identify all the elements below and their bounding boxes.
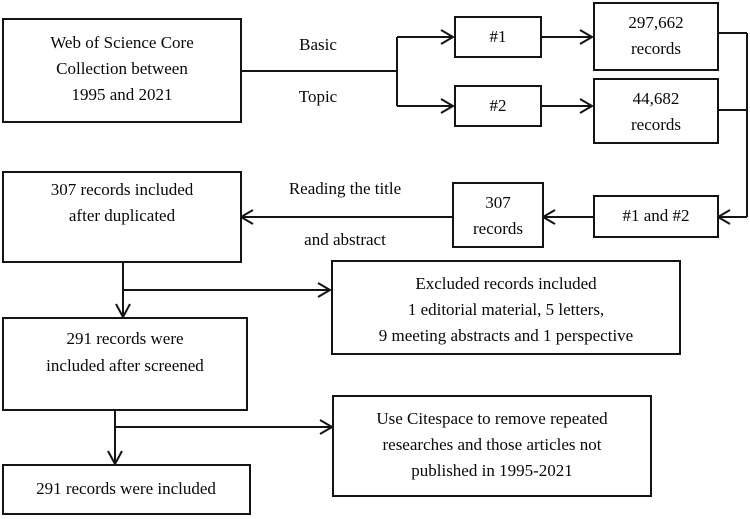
- node-query-combined[interactable]: #1 and #2: [593, 195, 719, 238]
- citespace-step-line-1: Use Citespace to remove repeated: [376, 409, 608, 428]
- after-duplicated-line-1: 307 records included: [51, 180, 194, 199]
- query-one-box[interactable]: [454, 16, 542, 58]
- query-one-label: #1: [490, 27, 507, 46]
- after-screened-line-2: included after screened: [46, 356, 204, 375]
- final-included-box[interactable]: [2, 464, 251, 515]
- node-after-duplicated[interactable]: 307 records included after duplicated: [2, 171, 242, 263]
- excluded-records-line-3: 9 meeting abstracts and 1 perspective: [379, 326, 633, 345]
- arrow-head-to-query-two: [440, 98, 455, 114]
- arrow-head-to-records-basic: [579, 29, 594, 45]
- edge-label-and-abstract: and abstract: [304, 230, 386, 249]
- edge-label-basic: Basic: [299, 35, 337, 54]
- records-basic-box[interactable]: [593, 2, 719, 71]
- source-database-line-2: Collection between: [56, 59, 188, 78]
- arrow-head-to-records-topic: [579, 98, 594, 114]
- citespace-step-box[interactable]: [332, 395, 652, 497]
- node-query-one[interactable]: #1: [454, 16, 542, 58]
- source-database-line-3: 1995 and 2021: [71, 85, 172, 104]
- records-basic-unit: records: [631, 39, 681, 58]
- node-final-included[interactable]: 291 records were included: [2, 464, 251, 515]
- node-source-database[interactable]: Web of Science Core Collection between 1…: [2, 18, 242, 123]
- edge-label-layer: Basic Topic Reading the title and abstra…: [289, 35, 401, 249]
- source-database-box[interactable]: [2, 18, 242, 123]
- arrow-head-to-excluded-records: [317, 282, 332, 298]
- query-two-label: #2: [490, 96, 507, 115]
- node-records-combined[interactable]: 307 records: [452, 182, 544, 248]
- node-citespace-step[interactable]: Use Citespace to remove repeated researc…: [332, 395, 652, 497]
- records-combined-unit: records: [473, 219, 523, 238]
- excluded-records-line-2: 1 editorial material, 5 letters,: [408, 300, 604, 319]
- after-duplicated-box[interactable]: [2, 171, 242, 263]
- connector-layer: [107, 29, 748, 467]
- node-query-two[interactable]: #2: [454, 85, 542, 127]
- arrow-head-to-query-one: [440, 29, 455, 45]
- citespace-step-line-2: researches and those articles not: [382, 435, 601, 454]
- records-topic-unit: records: [631, 115, 681, 134]
- citespace-step-line-3: published in 1995-2021: [411, 461, 573, 480]
- edge-label-reading-title: Reading the title: [289, 179, 401, 198]
- records-topic-count: 44,682: [633, 89, 680, 108]
- records-basic-count: 297,662: [628, 13, 683, 32]
- after-screened-box[interactable]: [2, 317, 248, 411]
- node-records-basic[interactable]: 297,662 records: [593, 2, 719, 71]
- node-excluded-records[interactable]: Excluded records included 1 editorial ma…: [331, 260, 681, 355]
- records-combined-box[interactable]: [452, 182, 544, 248]
- records-topic-box[interactable]: [593, 78, 719, 144]
- final-included-label: 291 records were included: [36, 479, 216, 498]
- excluded-records-line-1: Excluded records included: [415, 274, 597, 293]
- query-two-box[interactable]: [454, 85, 542, 127]
- query-combined-box[interactable]: [593, 195, 719, 238]
- node-after-screened[interactable]: 291 records were included after screened: [2, 317, 248, 411]
- query-combined-label: #1 and #2: [622, 206, 689, 225]
- edge-label-topic: Topic: [299, 87, 338, 106]
- after-duplicated-line-2: after duplicated: [69, 206, 176, 225]
- source-database-line-1: Web of Science Core: [50, 33, 194, 52]
- records-combined-count: 307: [485, 193, 511, 212]
- after-screened-line-1: 291 records were: [66, 329, 183, 348]
- node-records-topic[interactable]: 44,682 records: [593, 78, 719, 144]
- excluded-records-box[interactable]: [331, 260, 681, 355]
